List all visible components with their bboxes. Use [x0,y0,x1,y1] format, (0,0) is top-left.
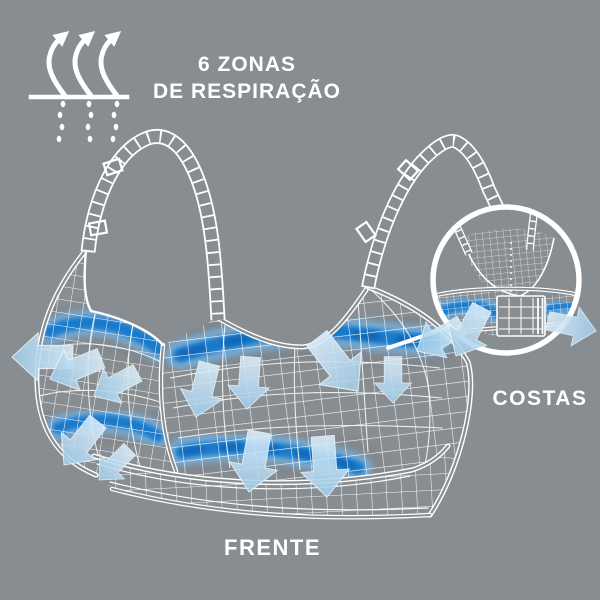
under-band [94,446,452,518]
breathability-arrows-icon [28,31,130,143]
headline: 6 ZONAS DE RESPIRAÇÃO [122,51,372,105]
shoulder-straps [80,129,510,321]
headline-line2: DE RESPIRAÇÃO [152,80,342,103]
magnifier-inset-back-view [406,204,600,370]
far-cup [36,250,177,481]
hook-eye-closure [496,295,546,337]
magnifier-ring [430,204,582,356]
strap-adjuster-hardware [87,157,420,244]
front-bra-wireframe [11,129,510,520]
moisture-dots [56,100,120,143]
headline-line1: 6 ZONAS [197,53,296,76]
front-view-label: FRENTE [224,535,321,560]
back-view-label: COSTAS [492,387,588,410]
